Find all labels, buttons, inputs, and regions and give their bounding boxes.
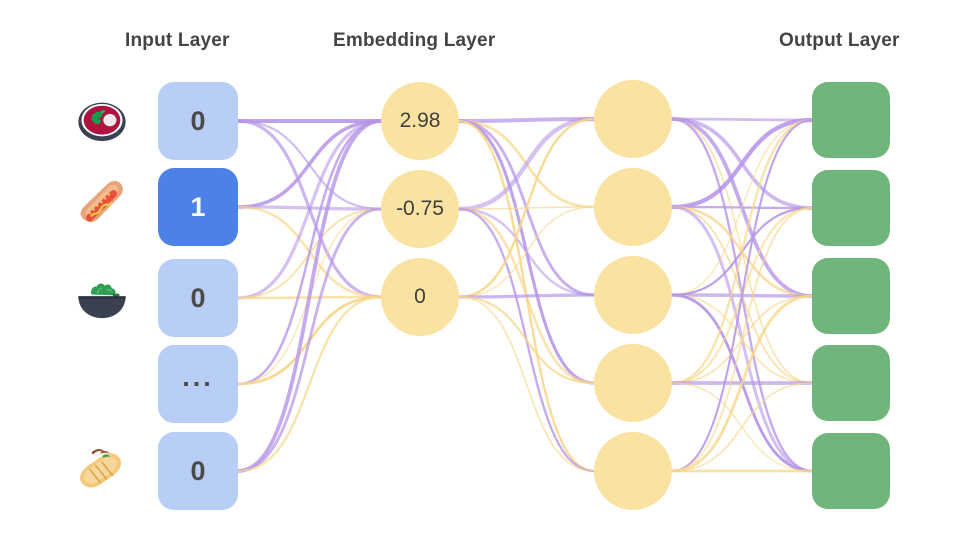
embedding-node-value: -0.75 — [396, 197, 444, 220]
input-node-value: ... — [182, 362, 214, 392]
hidden-node-3[interactable] — [594, 344, 672, 422]
salad-bowl-emoji — [78, 283, 126, 319]
burrito-emoji — [80, 449, 122, 488]
output-node-4[interactable] — [812, 433, 890, 509]
hidden-node-0[interactable] — [594, 80, 672, 158]
input-node-4[interactable]: 0 — [158, 432, 238, 510]
input-node-value: 0 — [190, 455, 206, 486]
output-node-3[interactable] — [812, 345, 890, 421]
hot-dog-emoji — [80, 180, 123, 223]
embedding-layer-title: Embedding Layer — [333, 30, 496, 51]
input-node-0[interactable]: 0 — [158, 82, 238, 160]
input-node-value: 0 — [190, 282, 206, 313]
hidden-node-1[interactable] — [594, 168, 672, 246]
input-node-ellipsis[interactable]: ... — [158, 345, 238, 423]
input-node-value: 0 — [190, 105, 206, 136]
output-node-1[interactable] — [812, 170, 890, 246]
embedding-node-value: 2.98 — [399, 109, 441, 132]
embedding-node-2[interactable]: 0 — [381, 258, 459, 336]
input-node-2[interactable]: 0 — [158, 259, 238, 337]
output-node-0[interactable] — [812, 82, 890, 158]
hidden-node-2[interactable] — [594, 256, 672, 334]
embedding-node-0[interactable]: 2.98 — [381, 82, 459, 160]
hidden-node-4[interactable] — [594, 432, 672, 510]
input-layer-title: Input Layer — [125, 30, 230, 51]
embedding-node-1[interactable]: -0.75 — [381, 170, 459, 248]
output-node-2[interactable] — [812, 258, 890, 334]
edges-input-to-embedding — [235, 118, 384, 473]
output-layer-title: Output Layer — [779, 30, 900, 51]
embedding-node-value: 0 — [414, 285, 426, 308]
input-node-value: 1 — [190, 191, 206, 222]
meat-bowl-emoji — [78, 102, 126, 142]
input-node-1[interactable]: 1 — [158, 168, 238, 246]
edges-embedding-to-hidden — [456, 116, 597, 473]
edges-hidden-to-output — [669, 117, 815, 473]
